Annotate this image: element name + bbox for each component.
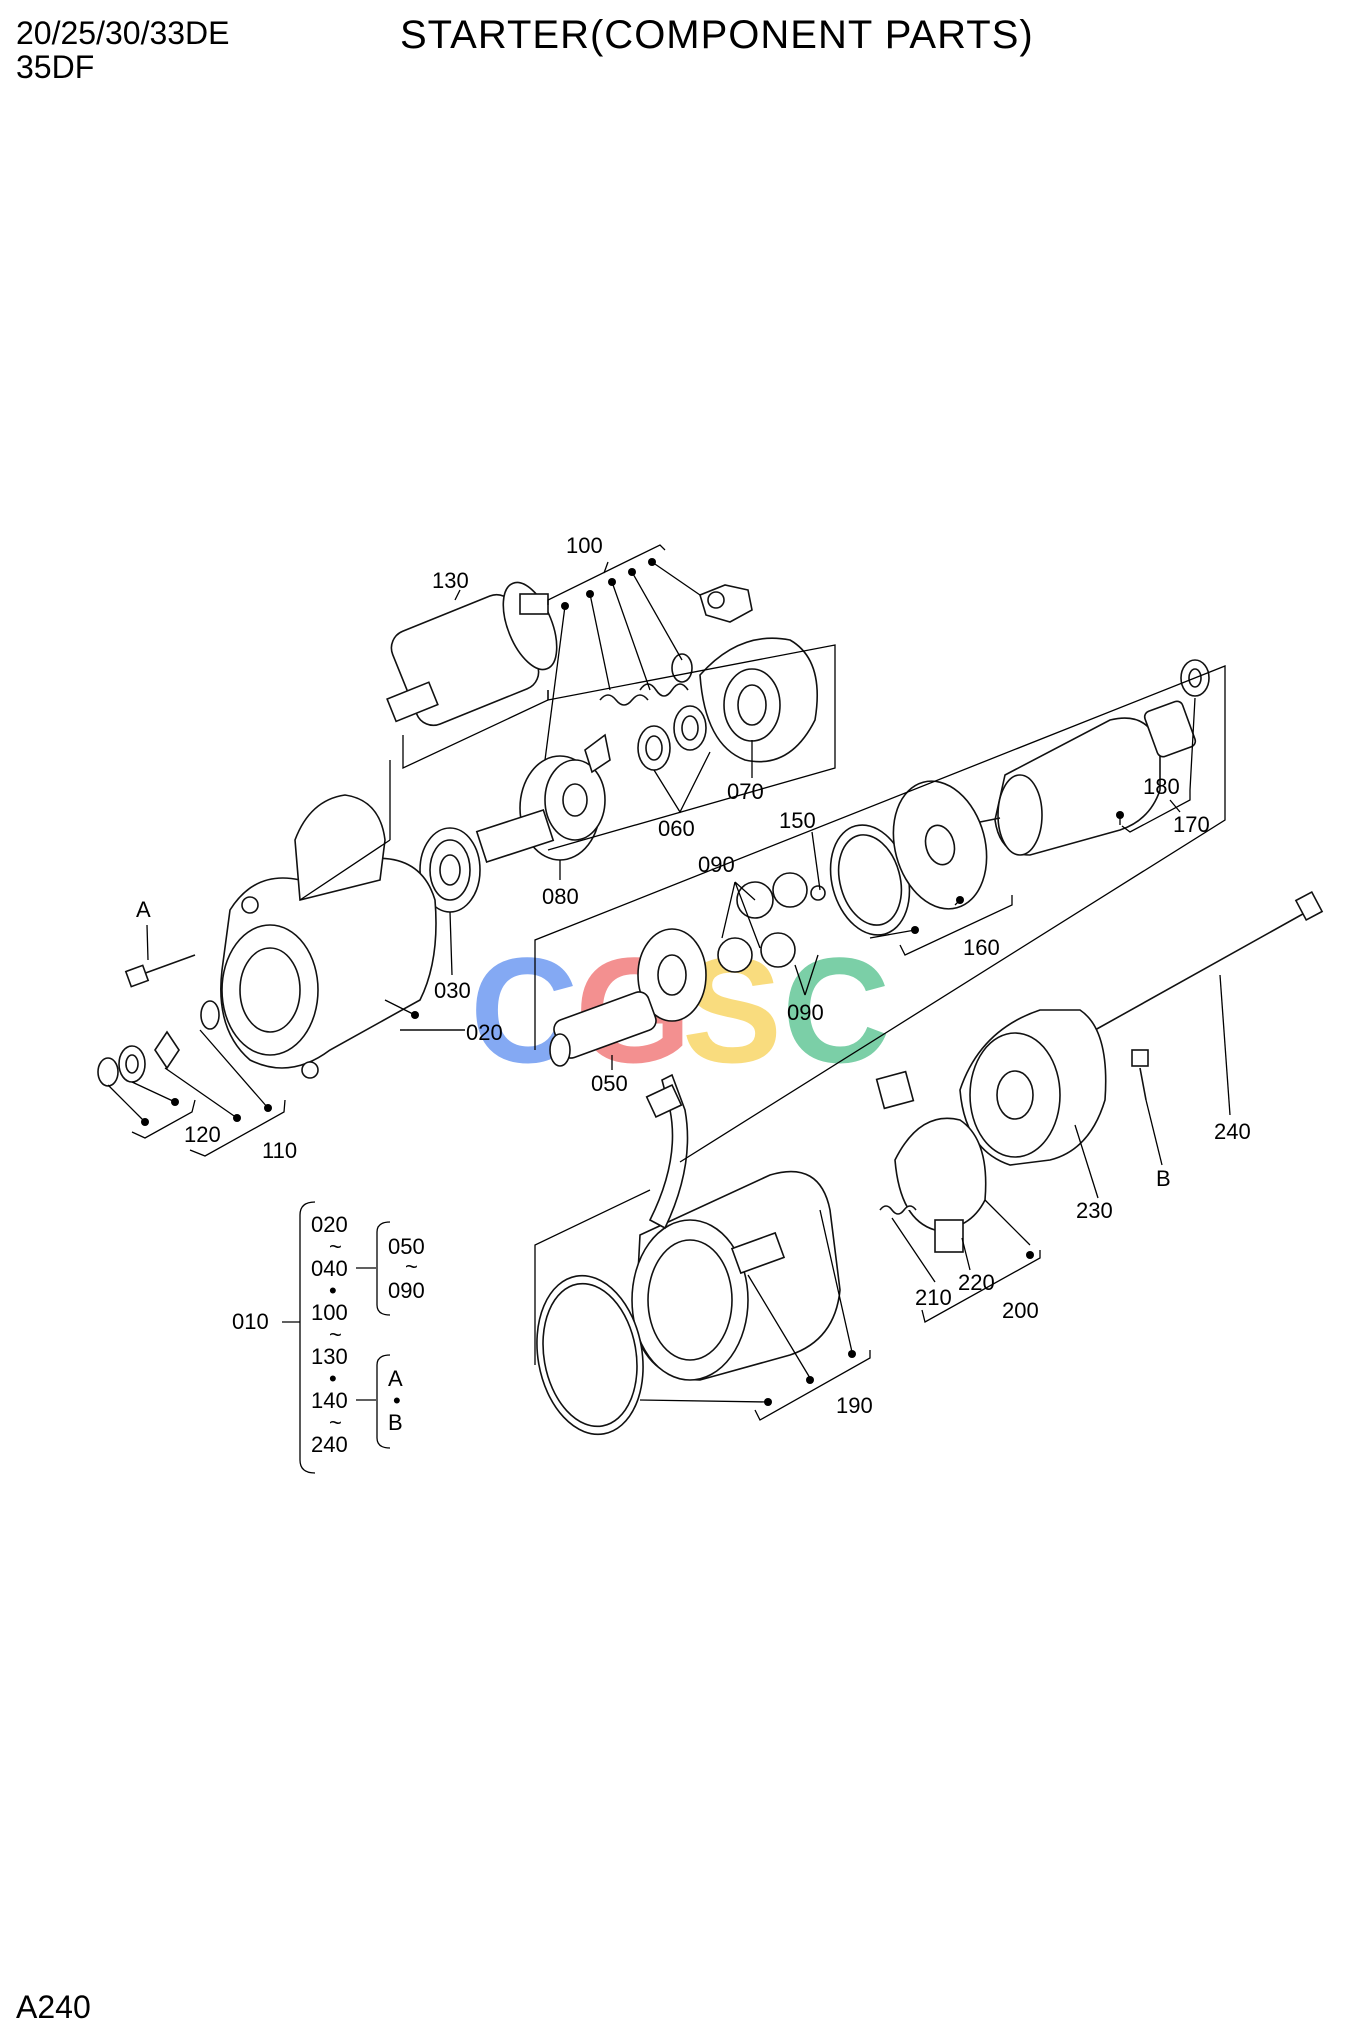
legend-col1-5: ~: [329, 1322, 342, 1347]
assembly-legend: 010 020 ~ 040 • 100 ~ 130 • 140 ~ 240 05…: [232, 1201, 425, 1474]
callout-090-upper: 090: [698, 852, 735, 877]
callout-180: 180: [1143, 774, 1180, 799]
leader-dots: [141, 558, 1124, 1406]
callout-130: 130: [432, 568, 469, 593]
callout-100: 100: [566, 533, 603, 558]
callout-210: 210: [915, 1285, 952, 1310]
seal-plate-drawing: [829, 780, 988, 936]
legend-col1-10: 240: [311, 1432, 348, 1457]
callout-060: 060: [658, 816, 695, 841]
callout-150: 150: [779, 808, 816, 833]
callout-030: 030: [434, 978, 471, 1003]
front-small-parts-drawing: [97, 954, 220, 1087]
legend-sub2-0: A: [388, 1366, 403, 1391]
callout-080: 080: [542, 884, 579, 909]
legend-col1-3: •: [329, 1278, 337, 1303]
cover-and-washers-drawing: [637, 637, 818, 771]
clutch-drawing: [475, 733, 611, 864]
callout-110: 110: [262, 1138, 297, 1163]
legend-col1-7: •: [329, 1366, 337, 1391]
legend-col1-6: 130: [311, 1344, 348, 1369]
callout-020: 020: [466, 1020, 503, 1045]
page-title: STARTER(COMPONENT PARTS): [400, 13, 1034, 57]
callout-090-lower: 090: [787, 1000, 824, 1025]
gear-set-drawing: [549, 872, 826, 1067]
callout-230: 230: [1076, 1198, 1113, 1223]
solenoid-drawing: [386, 581, 558, 727]
brush-holder-drawing: [875, 1070, 987, 1253]
model-number-line1: 20/25/30/33DE: [16, 15, 230, 51]
callout-160: 160: [963, 935, 1000, 960]
watermark-letter-4: C: [782, 926, 890, 1094]
callout-070: 070: [727, 779, 764, 804]
callout-B-right: B: [1156, 1166, 1171, 1191]
leader-lines: [107, 544, 1231, 1421]
legend-sub1-0: 050: [388, 1234, 425, 1259]
callout-220: 220: [958, 1270, 995, 1295]
watermark-letter-1: C: [470, 926, 578, 1094]
front-housing-drawing: [220, 794, 437, 1079]
legend-sub2-2: B: [388, 1410, 403, 1435]
callout-labels: 130 100 A 030 080 060 070 150 090 090 18…: [136, 533, 1251, 1418]
callout-050: 050: [591, 1071, 628, 1096]
callout-170: 170: [1173, 812, 1210, 837]
legend-col1-9: ~: [329, 1410, 342, 1435]
legend-col1-4: 100: [311, 1300, 348, 1325]
legend-col1-8: 140: [311, 1388, 348, 1413]
callout-A-top: A: [136, 897, 151, 922]
callout-120: 120: [184, 1122, 221, 1147]
model-number-line2: 35DF: [16, 49, 95, 85]
rear-housing-drawing: [959, 1009, 1149, 1166]
legend-col1-1: ~: [329, 1234, 342, 1259]
legend-sub1-2: 090: [388, 1278, 425, 1303]
page-code: A240: [16, 1989, 91, 2025]
legend-col1-0: 020: [311, 1212, 348, 1237]
bearing-drawing: [419, 827, 481, 913]
callout-190: 190: [836, 1393, 873, 1418]
legend-sub2-1: •: [393, 1388, 401, 1413]
through-bolt-drawing: [1094, 890, 1324, 1031]
legend-root: 010: [232, 1309, 269, 1334]
callout-240: 240: [1214, 1119, 1251, 1144]
yoke-drawing: [536, 1073, 841, 1436]
legend-sub1-1: ~: [405, 1254, 418, 1279]
legend-col1-2: 040: [311, 1256, 348, 1281]
callout-200: 200: [1002, 1298, 1039, 1323]
lever-set-drawing: [599, 584, 753, 706]
